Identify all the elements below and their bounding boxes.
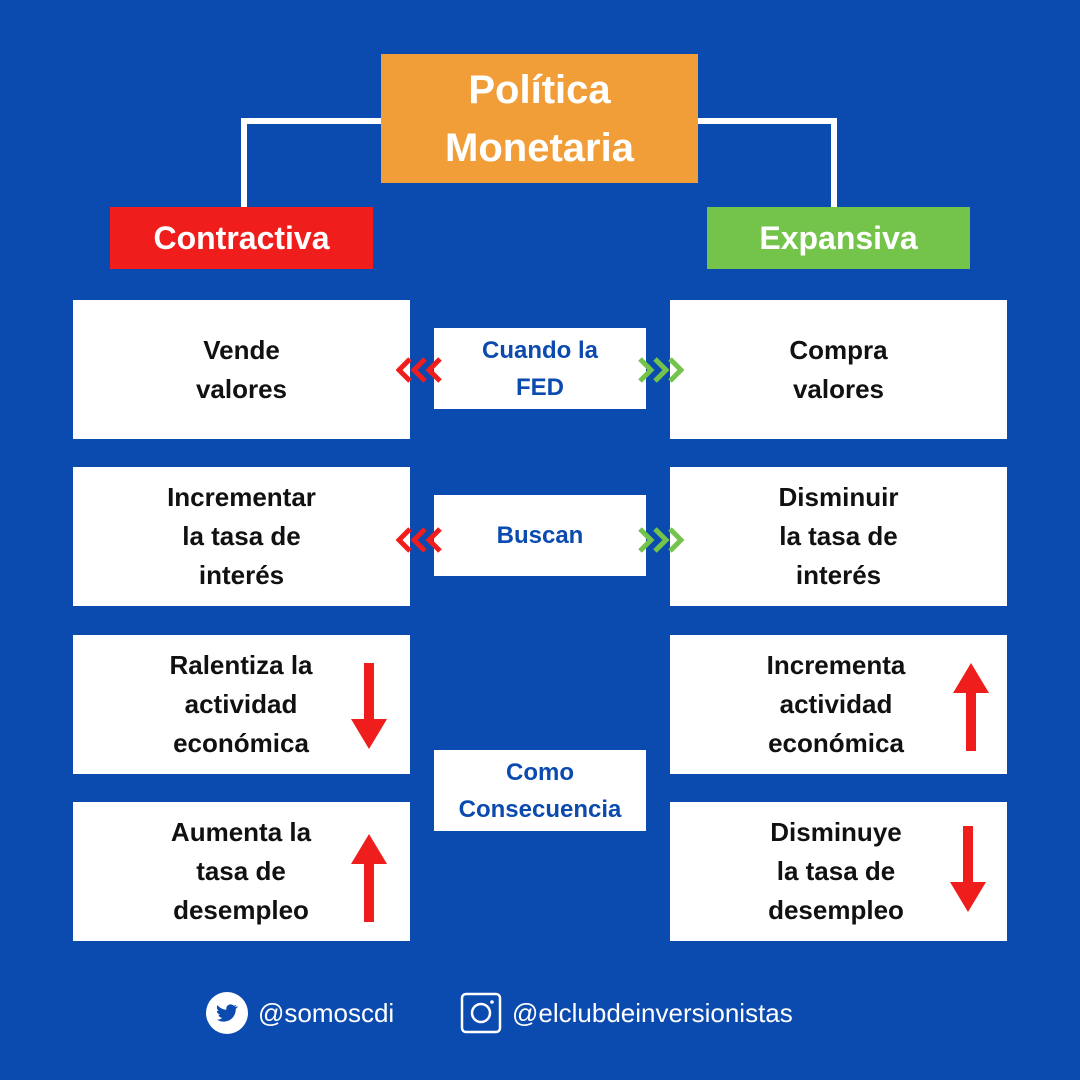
chevrons-left-icon [396, 357, 442, 383]
chevrons-right-icon [638, 357, 684, 383]
right-card-4: Disminuye la tasa de desempleo [670, 802, 1007, 941]
middle-label-cuando-la-fed: Cuando la FED [434, 328, 646, 409]
title-line-1: Política [468, 67, 611, 112]
left-card-3: Ralentiza la actividad económica [73, 635, 410, 774]
up-arrow-icon [953, 663, 989, 751]
down-arrow-icon [950, 826, 986, 912]
instagram-icon [460, 992, 502, 1034]
right-card-2-line-3: interés [795, 560, 882, 590]
category-contractiva: Contractiva [110, 207, 373, 269]
category-expansiva-label: Expansiva [759, 219, 918, 256]
up-arrow-icon [351, 834, 387, 922]
right-card-1-line-1: Compra [789, 334, 888, 365]
left-card-2: Incrementar la tasa de interés [73, 467, 410, 606]
right-card-3: Incrementa actividad económica [670, 635, 1007, 774]
connector-right-vertical [831, 118, 837, 208]
right-card-3-line-2: actividad [779, 689, 893, 719]
left-card-4-line-3: desempleo [173, 895, 309, 925]
twitter-icon [206, 992, 248, 1034]
middle-label-1-line-2: FED [516, 373, 564, 401]
chevrons-right-icon [638, 527, 684, 553]
instagram-handle: @elclubdeinversionistas [512, 997, 793, 1028]
left-card-1: Vende valores [73, 300, 410, 439]
connector-left-horizontal [241, 118, 382, 124]
right-card-1-line-2: valores [792, 373, 885, 404]
middle-label-como-consecuencia: Como Consecuencia [434, 750, 646, 831]
connector-left-vertical [241, 118, 247, 208]
connector-right-horizontal [697, 118, 837, 124]
twitter-handle: @somoscdi [258, 997, 395, 1028]
left-card-2-line-3: interés [198, 560, 285, 590]
category-expansiva: Expansiva [707, 207, 970, 269]
left-card-3-line-1: Ralentiza la [169, 650, 313, 680]
middle-label-3-line-2: Consecuencia [458, 795, 622, 823]
left-card-4-line-2: tasa de [196, 856, 286, 886]
right-card-4-line-1: Disminuye [770, 817, 902, 847]
left-card-2-line-1: Incrementar [167, 482, 316, 512]
middle-label-buscan: Buscan [434, 495, 646, 576]
left-card-4: Aumenta la tasa de desempleo [73, 802, 410, 941]
title-box: Política Monetaria [381, 54, 698, 183]
footer-twitter[interactable]: @somoscdi [206, 992, 394, 1034]
right-card-3-line-3: económica [768, 728, 904, 758]
category-contractiva-label: Contractiva [153, 219, 330, 256]
left-card-4-line-1: Aumenta la [170, 817, 312, 847]
left-card-2-line-2: la tasa de [182, 521, 301, 551]
middle-label-2-line-1: Buscan [496, 522, 584, 549]
middle-label-3-line-1: Como [506, 758, 574, 786]
middle-label-1-line-1: Cuando la [481, 336, 598, 364]
right-card-2-line-1: Disminuir [778, 482, 899, 512]
right-card-2: Disminuir la tasa de interés [670, 467, 1007, 606]
right-card-3-line-1: Incrementa [766, 650, 906, 680]
left-card-3-line-3: económica [173, 728, 309, 758]
right-card-2-line-2: la tasa de [779, 521, 898, 551]
right-card-4-line-3: desempleo [768, 895, 904, 925]
left-card-1-line-2: valores [195, 373, 288, 404]
right-card-1: Compra valores [670, 300, 1007, 439]
title-line-2: Monetaria [445, 125, 634, 170]
left-card-1-line-1: Vende [203, 334, 280, 365]
chevrons-left-icon [396, 527, 442, 553]
left-card-3-line-2: actividad [184, 689, 298, 719]
down-arrow-icon [351, 663, 387, 749]
footer-instagram[interactable]: @elclubdeinversionistas [460, 992, 793, 1034]
right-card-4-line-2: la tasa de [776, 856, 896, 886]
